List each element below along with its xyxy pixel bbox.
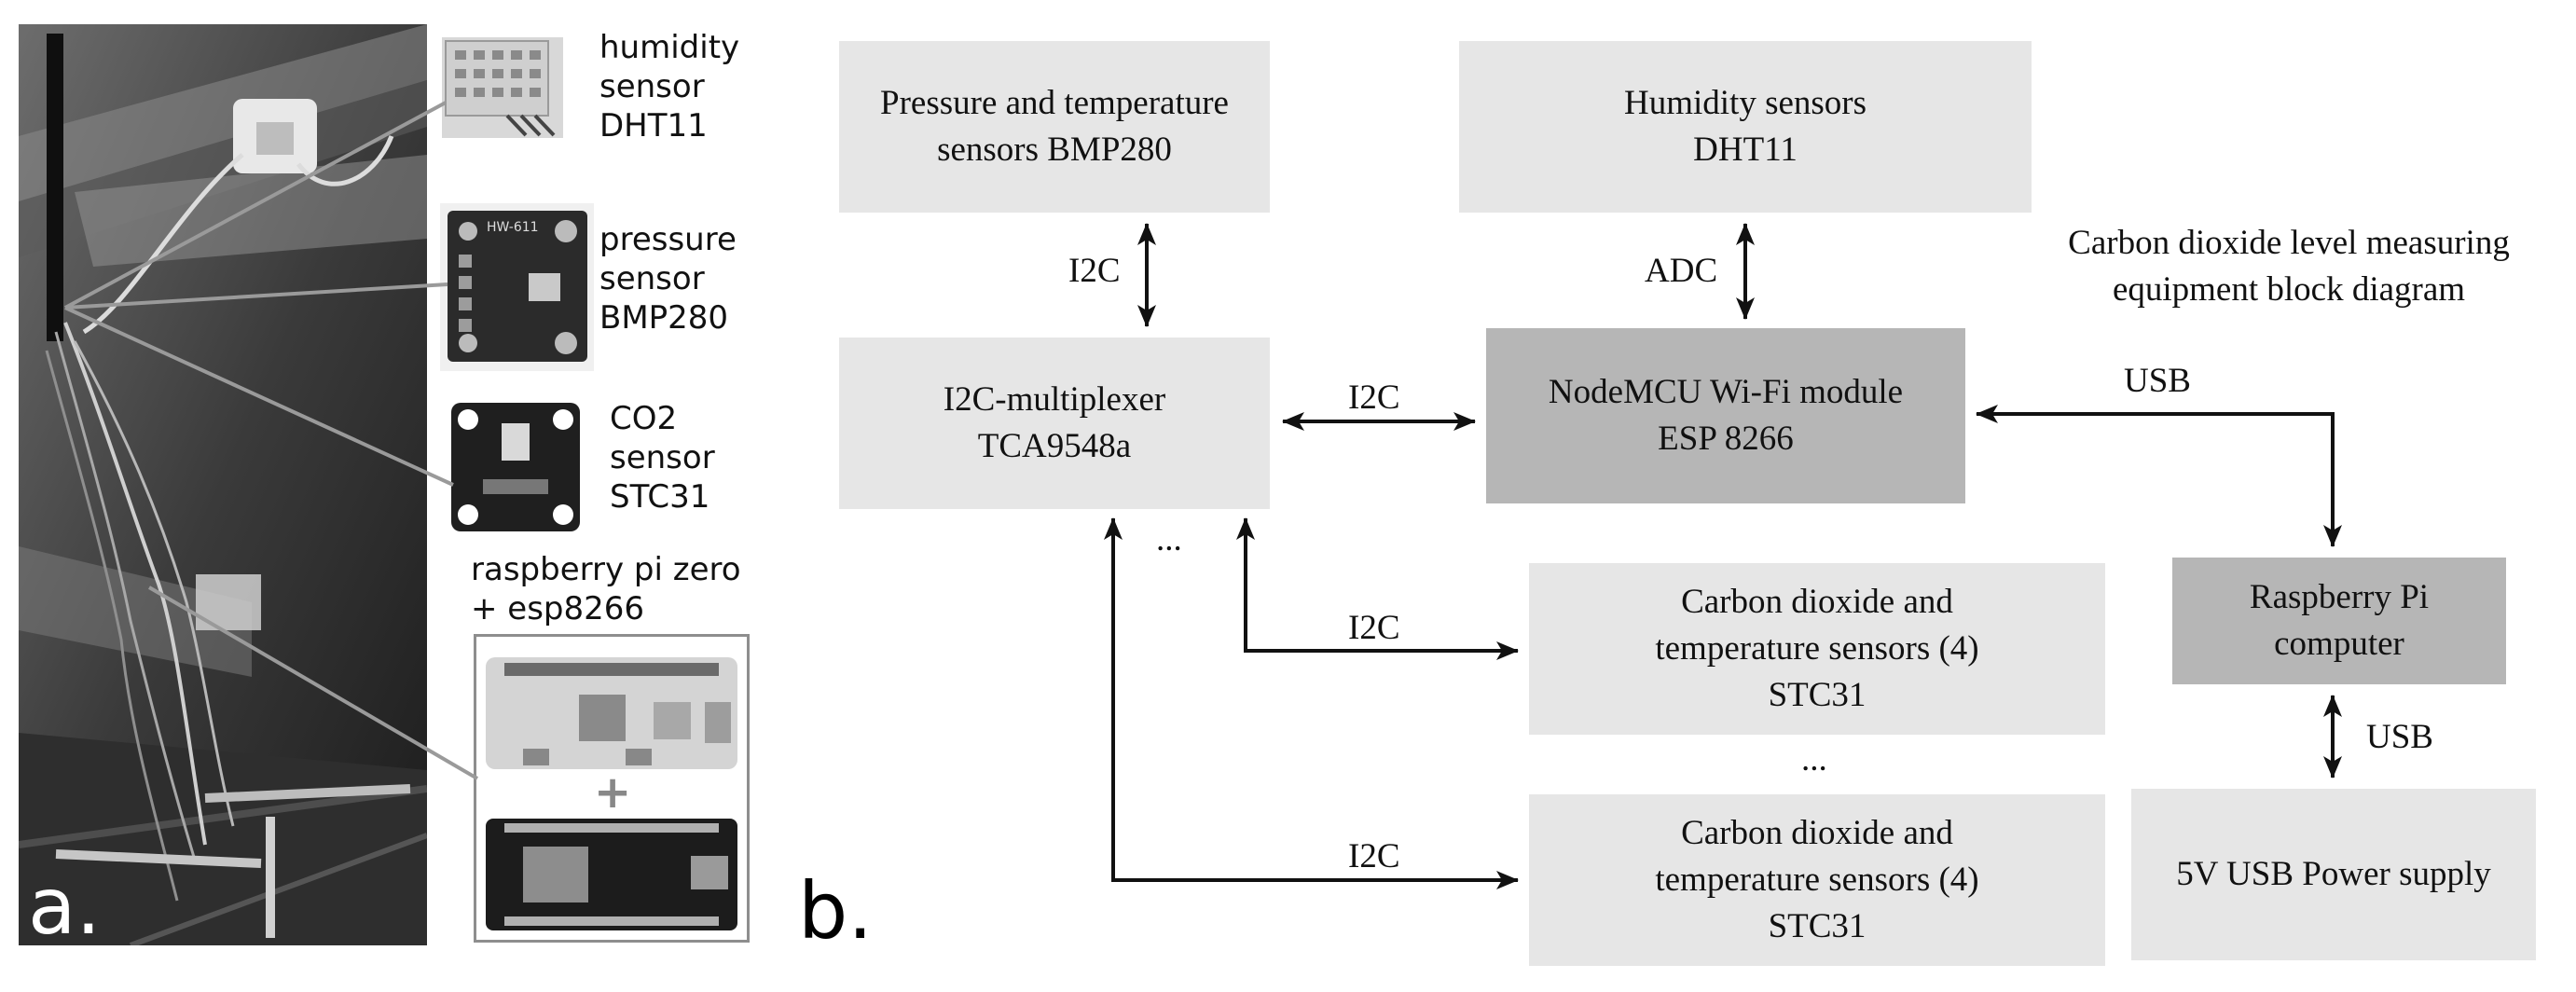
label-i2c-stc2: I2C bbox=[1348, 837, 1400, 875]
callout-rpi: raspberry pi zero + esp8266 bbox=[471, 551, 741, 627]
power-supply-block: 5V USB Power supply bbox=[2131, 789, 2536, 960]
stc31-block-2: Carbon dioxide and temperature sensors (… bbox=[1529, 794, 2105, 966]
callout-pressure: pressure sensor BMP280 bbox=[599, 221, 737, 337]
module-label: HW-611 bbox=[487, 220, 539, 235]
label-usb-rpi-psu: USB bbox=[2366, 718, 2433, 756]
raspberry-pi-block: Raspberry Pi computer bbox=[2172, 558, 2506, 684]
diagram-caption: Carbon dioxide level measuring equipment… bbox=[2068, 224, 2510, 309]
link-mux-stc2 bbox=[1104, 517, 1519, 889]
label-i2c-mux-node: I2C bbox=[1348, 379, 1400, 417]
raspberry-esp-image: + bbox=[474, 634, 750, 943]
sensor-mast-photo bbox=[19, 24, 427, 945]
label-usb-node-rpi: USB bbox=[2124, 362, 2191, 400]
panel-a-label: a. bbox=[28, 861, 102, 952]
label-i2c-bmp: I2C bbox=[1068, 252, 1121, 290]
stc31-block-1: Carbon dioxide and temperature sensors (… bbox=[1529, 563, 2105, 735]
nodemcu-block: NodeMCU Wi-Fi module ESP 8266 bbox=[1486, 328, 1965, 503]
ellipsis-sensors: ... bbox=[1801, 740, 1827, 778]
callout-co2: CO2 sensor STC31 bbox=[610, 400, 715, 516]
label-adc: ADC bbox=[1645, 252, 1718, 290]
panel-b-label: b. bbox=[798, 865, 874, 957]
multiplexer-block: I2C-multiplexer TCA9548a bbox=[839, 338, 1270, 509]
stc31-image bbox=[446, 397, 585, 537]
ellipsis-multiplexer: ... bbox=[1156, 520, 1182, 558]
callout-humidity: humidity sensor DHT11 bbox=[599, 29, 740, 145]
svg-text:+: + bbox=[594, 766, 631, 819]
link-node-rpi bbox=[1976, 405, 2342, 547]
bmp280-image: HW-611 bbox=[440, 203, 594, 371]
dht11-block: Humidity sensors DHT11 bbox=[1459, 41, 2032, 213]
mast-photo-drawing bbox=[19, 24, 427, 945]
label-i2c-stc1: I2C bbox=[1348, 609, 1400, 647]
bmp280-block: Pressure and temperature sensors BMP280 bbox=[839, 41, 1270, 213]
dht11-image bbox=[442, 37, 563, 138]
